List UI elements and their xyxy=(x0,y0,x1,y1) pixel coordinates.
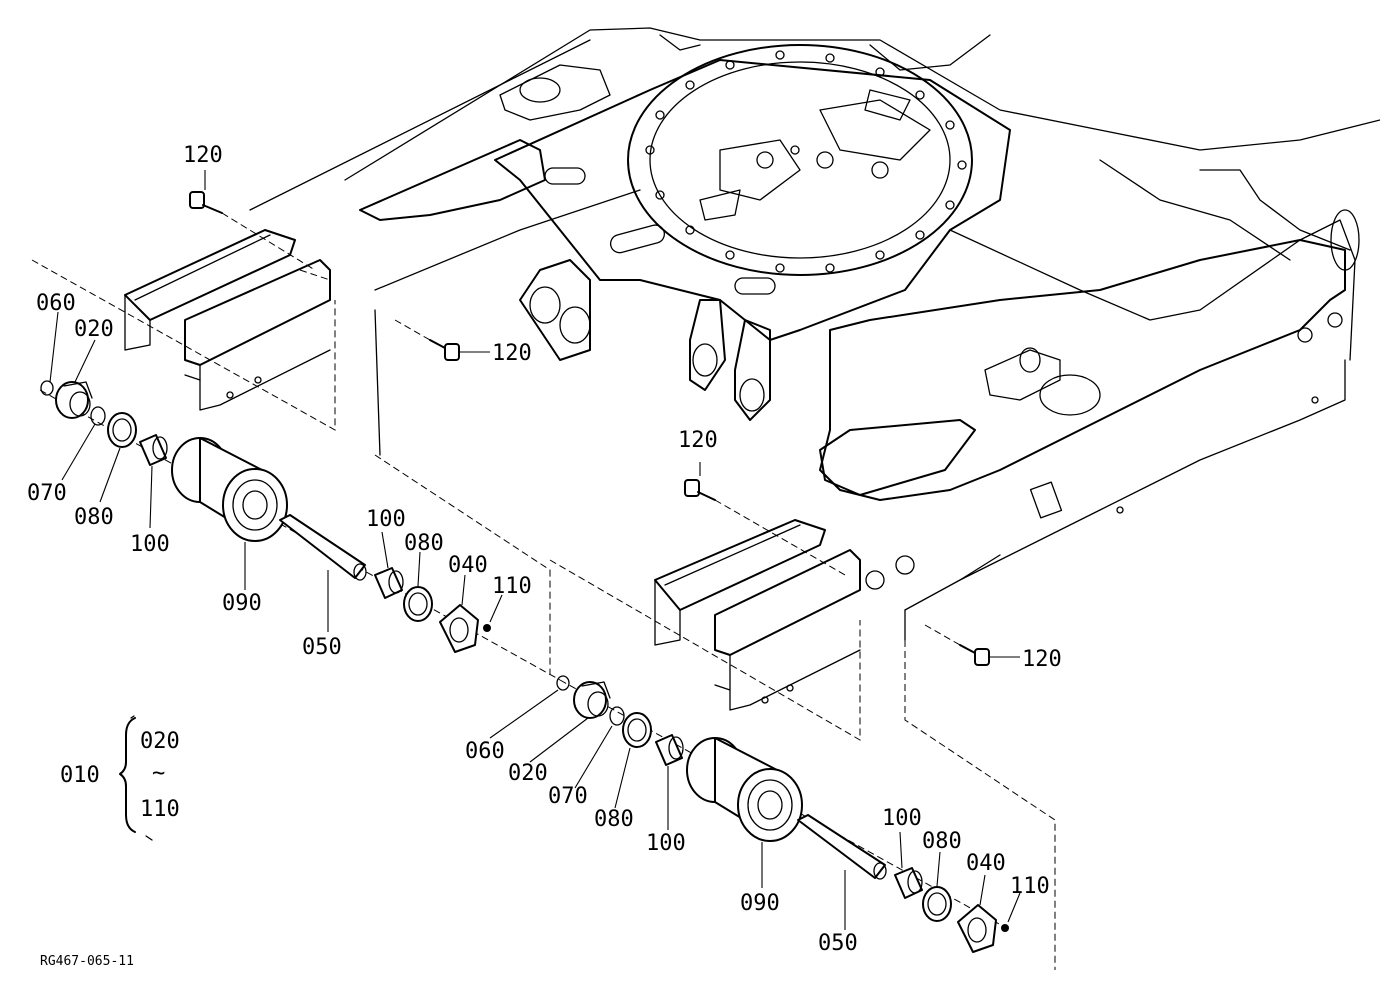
assembly-group: 010 020 ~ 110 xyxy=(60,715,180,841)
bolt-120-b xyxy=(394,319,490,361)
callout-070-right: 070 xyxy=(548,784,588,809)
part-020-cover-r xyxy=(573,681,611,719)
callout-080b-right: 080 xyxy=(922,829,962,854)
part-110-fitting xyxy=(483,624,491,632)
part-090-roller xyxy=(171,437,288,542)
callout-040-right: 040 xyxy=(966,851,1006,876)
callout-labels: 120 120 120 120 060 020 070 080 100 090 … xyxy=(27,143,1062,956)
callout-040-left: 040 xyxy=(448,553,488,578)
callout-080b-left: 080 xyxy=(404,531,444,556)
callout-060-right: 060 xyxy=(465,739,505,764)
assembly-to-label: 110 xyxy=(140,797,180,822)
part-080-seal-b xyxy=(403,586,433,622)
part-060-circlip xyxy=(40,380,54,396)
part-090-roller-r xyxy=(686,737,803,842)
part-080-seal-r xyxy=(622,712,652,748)
callout-050-right: 050 xyxy=(818,931,858,956)
callout-020-right: 020 xyxy=(508,761,548,786)
callout-020-left: 020 xyxy=(74,317,114,342)
part-100-bushing-r xyxy=(655,734,684,766)
part-050-shaft-r xyxy=(797,814,887,880)
part-070-oring xyxy=(90,406,106,426)
part-100-bushing-b xyxy=(374,567,404,599)
callout-080-left: 080 xyxy=(74,505,114,530)
part-100-bushing-rb xyxy=(894,867,923,899)
callout-090-right: 090 xyxy=(740,891,780,916)
callout-120-c: 120 xyxy=(678,428,718,453)
callout-070-left: 070 xyxy=(27,481,67,506)
ring-bolt-holes xyxy=(645,50,967,273)
roller-assembly-left xyxy=(39,380,561,681)
roller-bracket-right xyxy=(549,519,1056,970)
callout-110-left: 110 xyxy=(492,574,532,599)
track-frame xyxy=(249,27,1380,641)
part-070-oring-r xyxy=(609,706,625,726)
callout-100-right: 100 xyxy=(646,831,686,856)
assembly-from-label: 020 xyxy=(140,729,180,754)
callout-090-left: 090 xyxy=(222,591,262,616)
callout-100-left: 100 xyxy=(130,532,170,557)
bolt-120-d xyxy=(924,624,1020,666)
assembly-range-symbol: ~ xyxy=(152,761,165,786)
part-100-bushing xyxy=(139,434,168,466)
roller-assembly-right xyxy=(556,675,1011,953)
part-080-seal xyxy=(107,412,137,448)
part-080-seal-rb xyxy=(922,886,952,922)
part-110-fitting-r xyxy=(1001,924,1009,932)
callout-060-left: 060 xyxy=(36,291,76,316)
part-060-circlip-r xyxy=(556,675,570,691)
callout-080-right: 080 xyxy=(594,807,634,832)
roller-bracket-left xyxy=(31,229,551,675)
bolt-120-a xyxy=(189,191,316,271)
bolt-120-c xyxy=(684,462,846,576)
part-040-cap xyxy=(439,604,479,653)
callout-050-left: 050 xyxy=(302,635,342,660)
assembly-brace xyxy=(119,717,136,833)
drawing-code: RG467-065-11 xyxy=(40,954,134,969)
part-020-cover xyxy=(55,381,93,419)
leader-lines xyxy=(49,170,1021,930)
part-040-cap-r xyxy=(957,904,997,953)
assembly-parent-label: 010 xyxy=(60,763,100,788)
callout-100b-right: 100 xyxy=(882,806,922,831)
part-050-shaft xyxy=(279,514,367,581)
callout-110-right: 110 xyxy=(1010,874,1050,899)
callout-120-a: 120 xyxy=(183,143,223,168)
callout-100b-left: 100 xyxy=(366,507,406,532)
callout-120-b: 120 xyxy=(492,341,532,366)
callout-120-d: 120 xyxy=(1022,647,1062,672)
